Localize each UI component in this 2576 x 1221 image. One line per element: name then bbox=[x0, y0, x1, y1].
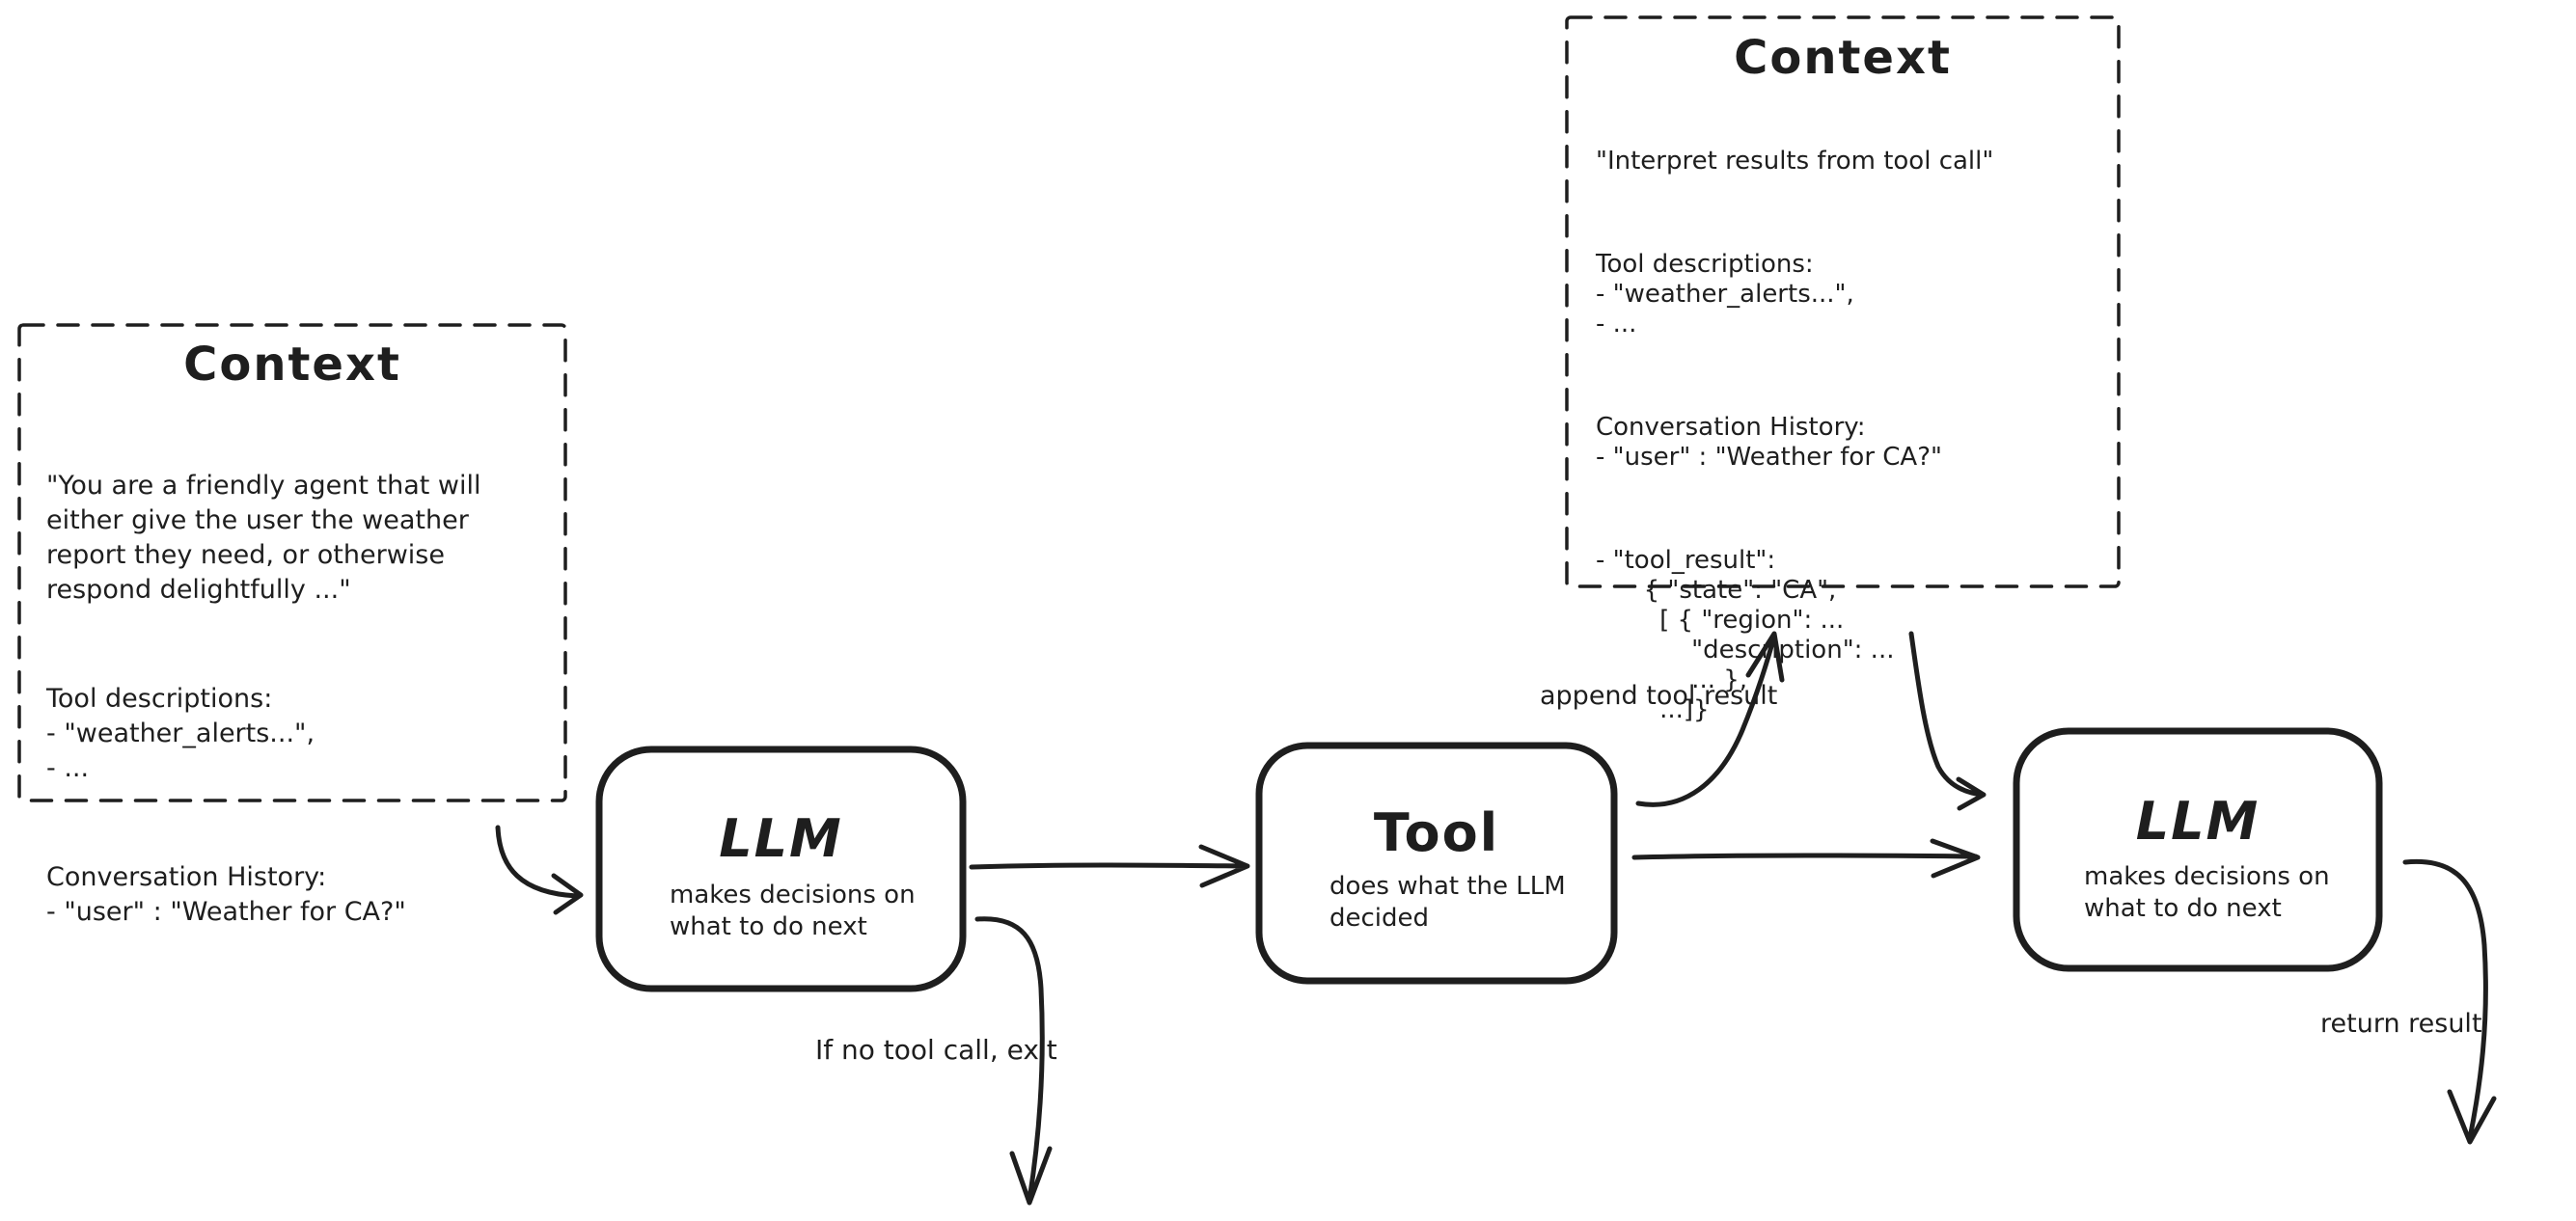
arrow-tool-to-llm-2 bbox=[1631, 838, 1981, 879]
llm-2-title: LLM bbox=[2135, 791, 2261, 852]
arrow-context-right-to-llm-2 bbox=[1908, 631, 1987, 811]
context-right-title: Context bbox=[1734, 31, 1952, 85]
context-right-body: "Interpret results from tool call" Tool … bbox=[1596, 87, 1993, 799]
edge-label-return-result: return result bbox=[2320, 1009, 2482, 1039]
context-right-paragraph-system-prompt: "Interpret results from tool call" bbox=[1596, 147, 1994, 176]
llm-2-subtitle: makes decisions on what to do next bbox=[2084, 862, 2330, 923]
context-left-paragraph-tool-descriptions: Tool descriptions: - "weather_alerts..."… bbox=[46, 684, 315, 783]
arrow-llm-1-to-tool bbox=[969, 844, 1250, 888]
context-right-box-border bbox=[1565, 15, 2121, 588]
tool-subtitle: does what the LLM decided bbox=[1329, 872, 1566, 933]
context-right-paragraph-conversation-history: Conversation History: - "user" : "Weathe… bbox=[1596, 413, 1942, 472]
context-left-paragraph-system-prompt: "You are a friendly agent that will eith… bbox=[46, 471, 481, 605]
context-left-paragraph-conversation-history: Conversation History: - "user" : "Weathe… bbox=[46, 862, 406, 927]
arrow-llm-2-return bbox=[2402, 858, 2497, 1145]
arrow-llm-1-exit bbox=[974, 916, 1053, 1206]
tool-title: Tool bbox=[1373, 802, 1500, 863]
context-left-box-border bbox=[17, 323, 567, 802]
llm-1-title: LLM bbox=[719, 808, 843, 869]
tool-node-box bbox=[1255, 742, 1618, 985]
edge-label-if-no-tool-call-exit: If no tool call, exit bbox=[815, 1034, 1057, 1066]
arrow-tool-to-context-right bbox=[1635, 631, 1785, 807]
context-right-paragraph-tool-result: - "tool_result": { "state": "CA", [ { "r… bbox=[1596, 546, 1895, 724]
context-right-paragraph-tool-descriptions: Tool descriptions: - "weather_alerts..."… bbox=[1596, 250, 1854, 339]
arrow-context-left-to-llm-1 bbox=[495, 825, 584, 915]
context-left-body: "You are a friendly agent that will eith… bbox=[46, 409, 481, 1004]
context-left-title: Context bbox=[183, 338, 401, 392]
llm-2-node-box bbox=[2013, 727, 2383, 972]
llm-1-node-box bbox=[595, 746, 967, 992]
llm-1-subtitle: makes decisions on what to do next bbox=[670, 881, 916, 941]
edge-label-append-tool-result: append tool result bbox=[1540, 681, 1778, 711]
